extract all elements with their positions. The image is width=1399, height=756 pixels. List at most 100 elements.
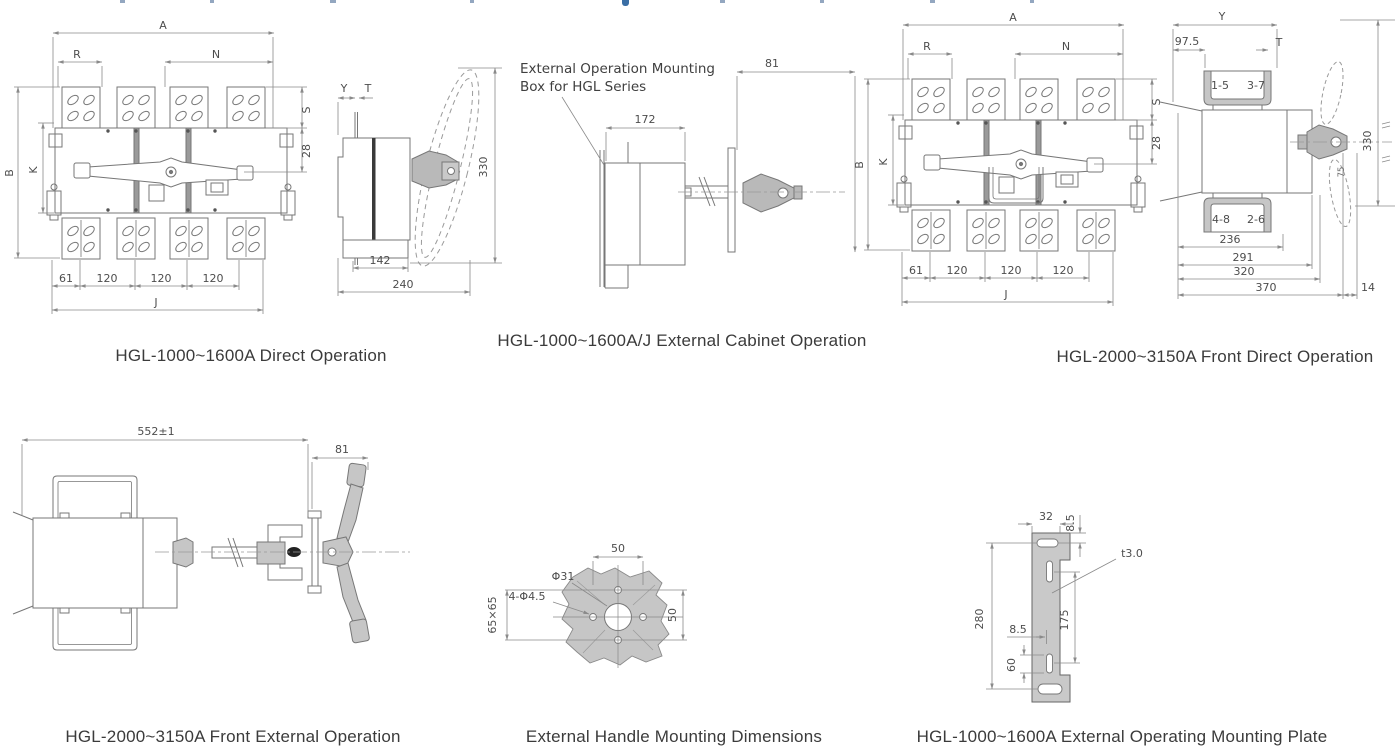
dim-label-120c: 120: [1053, 264, 1074, 277]
dim-label-330: 330: [1361, 131, 1374, 152]
cabinet-dims: [561, 70, 857, 253]
top-slot: [1036, 538, 1059, 548]
heading-fragment: [1030, 0, 1034, 3]
heading-fragment: [720, 0, 725, 3]
pole-label-1-5: 1-5: [1211, 79, 1229, 92]
side-view-dims: [337, 67, 502, 296]
dim-labels-front-3150: A R N S 28 B K 61 120 120 120 J: [853, 11, 1163, 301]
dim-label-T: T: [1275, 36, 1283, 49]
dim-label-J: J: [153, 296, 157, 309]
dim-label-60: 60: [1005, 658, 1018, 672]
dim-label-T: T: [364, 82, 372, 95]
dim-label-50-right: 50: [666, 608, 679, 622]
diagram-side-2000-3150: Y 97.5 T 1-5 3-7 4-8 2-6 236 291 320 370…: [1159, 10, 1395, 299]
dim-label-240: 240: [393, 278, 414, 291]
dim-label-236: 236: [1220, 233, 1241, 246]
dim-label-A: A: [159, 19, 167, 32]
dim-label-50-top: 50: [611, 542, 625, 555]
diagram-side-1000-1600: Y T 330 142 240: [337, 67, 502, 296]
dim-label-B: B: [853, 161, 866, 169]
dim-label-142: 142: [370, 254, 391, 267]
external-op-dims: [21, 438, 369, 516]
dim-label-t3-0: t3.0: [1121, 547, 1143, 560]
bottom-slot: [1037, 683, 1063, 695]
dim-label-N: N: [1062, 40, 1070, 53]
dim-label-B: B: [3, 169, 16, 177]
dim-label-81: 81: [765, 57, 779, 70]
dim-labels-front-1000: A R N S 28 B K 61 120 120 120 J: [3, 19, 313, 309]
dim-label-81: 81: [335, 443, 349, 456]
mounting-plate-drawing: [1031, 532, 1071, 703]
dim-label-552: 552±1: [137, 425, 174, 438]
side-view-drawing: [337, 69, 480, 267]
dim-label-61: 61: [909, 264, 923, 277]
caption-direct-operation: HGL-1000~1600A Direct Operation: [115, 346, 387, 365]
dim-label-A: A: [1009, 11, 1017, 24]
heading-fragment: [820, 0, 824, 3]
caption-front-external: HGL-2000~3150A Front External Operation: [65, 727, 401, 746]
dim-label-8-5-top: 8.5: [1064, 514, 1077, 532]
caption-external-cabinet: HGL-1000~1600A/J External Cabinet Operat…: [497, 331, 867, 350]
heading-fragment: [470, 0, 474, 3]
dim-label-120b: 120: [151, 272, 172, 285]
center-channel-bracket: [988, 167, 1044, 204]
dim-label-S: S: [1150, 98, 1163, 105]
side-3150-dims: [1172, 19, 1395, 299]
dim-label-K: K: [27, 166, 40, 174]
handle-mount-dims: [505, 555, 687, 641]
caption-handle-mounting: External Handle Mounting Dimensions: [525, 727, 823, 746]
dim-label-28: 28: [1150, 136, 1163, 150]
cabinet-note-line2: Box for HGL Series: [520, 79, 646, 95]
dim-label-8-5-mid: 8.5: [1009, 623, 1027, 636]
dim-label-S: S: [300, 106, 313, 113]
dim-label-320: 320: [1234, 265, 1255, 278]
cabinet-note-line1: External Operation Mounting: [520, 61, 715, 77]
cabinet-drawing: [599, 142, 845, 289]
diagram-front-2000-3150: A R N S 28 B K 61 120 120 120 J: [853, 11, 1163, 322]
handle-plate-drawing: [553, 565, 683, 668]
diagram-mounting-plate: 32 8.5 t3.0 280 175 8.5 60: [973, 510, 1143, 703]
dim-label-R: R: [923, 40, 931, 53]
dim-label-65x65: 65×65: [486, 596, 499, 633]
dim-label-120b: 120: [1001, 264, 1022, 277]
pole-label-4-8: 4-8: [1212, 213, 1230, 226]
dim-label-370: 370: [1256, 281, 1277, 294]
heading-fragment: [930, 0, 935, 3]
dim-label-J: J: [1003, 288, 1007, 301]
diagram-front-external-op: 552±1 81: [12, 425, 410, 651]
dim-label-Y: Y: [1218, 10, 1226, 23]
pole-label-2-6: 2-6: [1247, 213, 1265, 226]
wing-handle: [322, 462, 370, 644]
dim-label-291: 291: [1233, 251, 1254, 264]
side-3150-drawing: [1159, 61, 1392, 233]
dim-label-330: 330: [477, 157, 490, 178]
heading-fragment: [120, 0, 125, 3]
mounting-plate-dims: [986, 515, 1117, 690]
dim-label-172: 172: [635, 113, 656, 126]
external-op-drawing: [12, 462, 410, 651]
dim-label-K: K: [877, 158, 890, 166]
dim-label-R: R: [73, 48, 81, 61]
heading-fragment-descender: [622, 0, 629, 6]
dim-label-N: N: [212, 48, 220, 61]
diagram-external-cabinet: External Operation Mounting Box for HGL …: [520, 57, 857, 289]
heading-fragment: [210, 0, 214, 3]
dim-label-61: 61: [59, 272, 73, 285]
dim-label-phi31: Φ31: [552, 570, 575, 583]
dim-label-32: 32: [1039, 510, 1053, 523]
dim-label-4-phi45: 4-Φ4.5: [508, 590, 545, 603]
diagram-front-1000-1600: A R N S 28 B K 61 120 120 120 J: [3, 19, 313, 330]
dim-label-97-5: 97.5: [1175, 35, 1200, 48]
caption-front-direct: HGL-2000~3150A Front Direct Operation: [1056, 347, 1374, 366]
caption-mounting-plate: HGL-1000~1600A External Operating Mounti…: [916, 727, 1328, 746]
dim-label-Y: Y: [340, 82, 348, 95]
diagram-handle-mounting: 50 Φ31 4-Φ4.5 65×65 50: [486, 542, 687, 668]
dim-label-14: 14: [1361, 281, 1375, 294]
dim-label-120a: 120: [97, 272, 118, 285]
dim-label-75: 75: [1337, 167, 1347, 178]
center-channel-inner: [992, 167, 1040, 200]
pole-label-3-7: 3-7: [1247, 79, 1265, 92]
lower-mid-slot: [1046, 653, 1053, 674]
dim-label-175: 175: [1058, 610, 1071, 631]
